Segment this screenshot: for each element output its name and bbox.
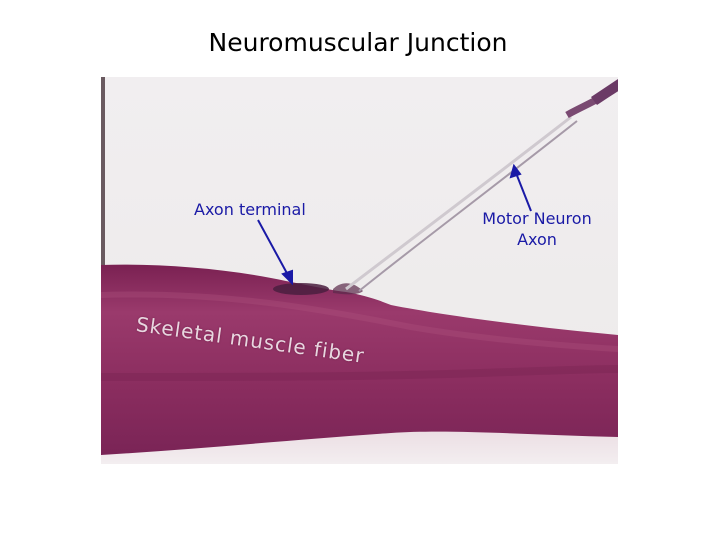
motor-neuron-arrow	[509, 163, 532, 212]
axon-strand	[358, 120, 578, 292]
micrograph-image	[101, 77, 618, 464]
axon-terminal-label: Axon terminal	[194, 200, 306, 219]
motor-neuron-label-line1: Motor Neuron	[482, 209, 592, 228]
fiber-streak	[101, 291, 618, 352]
axon-stain	[591, 79, 618, 105]
motor-neuron-axon-label: Motor Neuron Axon	[462, 208, 612, 250]
muscle-fiber	[101, 264, 618, 455]
axon-terminal-spot	[273, 283, 329, 295]
fiber-streak	[101, 365, 618, 381]
axon-strand	[345, 115, 572, 291]
slide-title: Neuromuscular Junction	[208, 28, 508, 57]
axon-terminal-arrow	[257, 219, 293, 286]
motor-neuron-label-line2: Axon	[517, 230, 557, 249]
micrograph-svg	[101, 77, 618, 464]
